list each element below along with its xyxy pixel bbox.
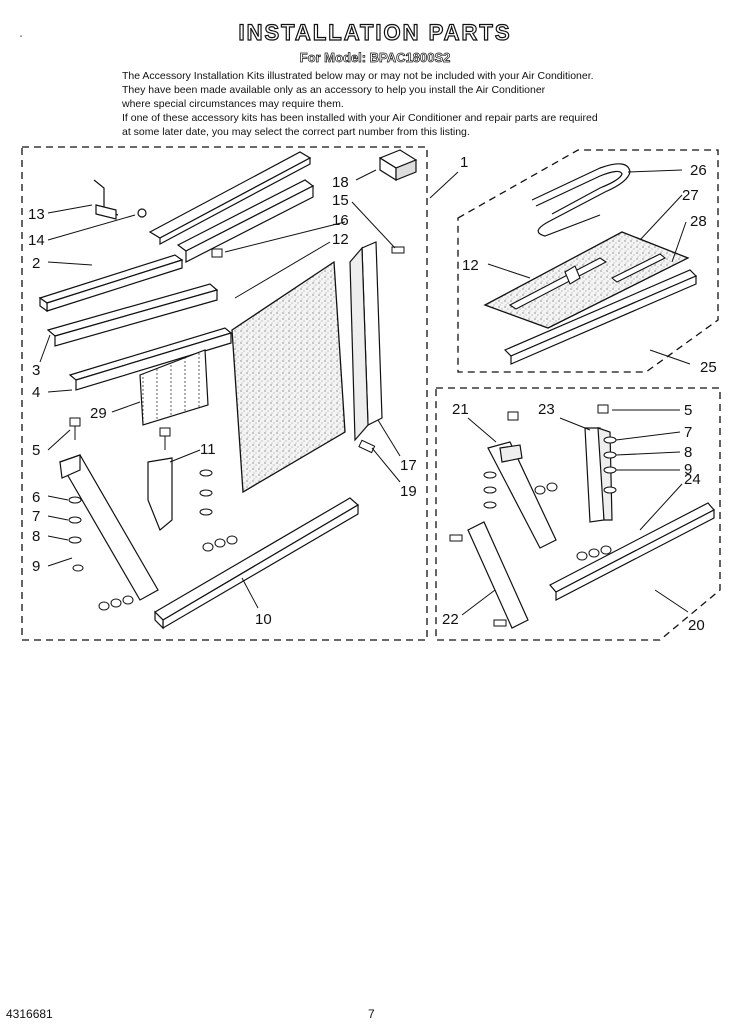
top-rail-parts: [38, 151, 315, 391]
left-callouts: 1 18 15 16 12 13 14 2 3 4 29 5 6 7 8 9 1…: [28, 154, 468, 628]
callout-label: 18: [332, 174, 349, 191]
top-right-callouts: 26 27 28 12 25: [462, 162, 717, 376]
foam-29: [139, 349, 209, 426]
callout-label: 20: [688, 617, 705, 634]
callout-label: 8: [32, 528, 40, 545]
rail-28: [503, 269, 698, 365]
intro-line: The Accessory Installation Kits illustra…: [122, 70, 594, 82]
bottom-right-callouts: 21 23 5 7 8 9 24 22 20: [442, 401, 705, 634]
left-kit-boundary: [21, 146, 428, 641]
page-number: 7: [368, 1007, 375, 1021]
right-hardware: [449, 404, 617, 627]
callout-label: 29: [90, 405, 107, 422]
callout-label: 21: [452, 401, 469, 418]
bottom-right-kit-group: 21 23 5 7 8 9 24 22 20: [435, 387, 721, 641]
callout-label: 13: [28, 206, 45, 223]
gasket-26: [531, 163, 631, 237]
foam-panel-12: [483, 231, 690, 329]
bracket-13: [93, 179, 147, 220]
callout-label: 26: [690, 162, 707, 179]
callout-label: 9: [684, 461, 692, 478]
callout-label: 14: [28, 232, 45, 249]
intro-line: at some later date, you may select the c…: [122, 126, 470, 138]
foam-strips: [508, 253, 667, 310]
callout-label: 23: [538, 401, 555, 418]
callout-label: 2: [32, 255, 40, 272]
callout-label: 4: [32, 384, 40, 401]
block-18: [378, 149, 418, 182]
bottom-right-leader-lines: [461, 409, 689, 616]
callout-label: 7: [684, 424, 692, 441]
top-right-kit-group: 26 27 28 12 25: [457, 149, 719, 376]
callout-label: 5: [32, 442, 40, 459]
panel-12: [231, 260, 346, 494]
callout-label: 1: [460, 154, 468, 171]
page-title: INSTALLATION PARTS: [238, 19, 512, 45]
leg-21: [487, 441, 557, 549]
callout-label: 6: [32, 489, 40, 506]
leg-6: [59, 454, 159, 601]
left-leader-lines: [39, 169, 459, 609]
intro-line: They have been made available only as an…: [122, 84, 546, 96]
left-kit-group: 1 18 15 16 12 13 14 2 3 4 29 5 6 7 8 9 1…: [21, 146, 468, 641]
callout-label: 10: [255, 611, 272, 628]
callout-label: 27: [682, 187, 699, 204]
callout-label: 12: [332, 231, 349, 248]
callout-label: 22: [442, 611, 459, 628]
top-right-kit-boundary: [457, 149, 719, 373]
callout-label: 17: [400, 457, 417, 474]
screw-15: [391, 246, 405, 254]
model-number: For Model: BPAC1800S2: [299, 50, 451, 66]
callout-label: 12: [462, 257, 479, 274]
callout-label: 24: [684, 471, 701, 488]
callout-label: 25: [700, 359, 717, 376]
top-right-leader-lines: [487, 169, 691, 365]
bracket-11: [147, 457, 173, 531]
rail-10: [154, 497, 360, 630]
rail-24: [549, 502, 715, 601]
callout-label: 8: [684, 444, 692, 461]
callout-label: 15: [332, 192, 349, 209]
intro-line: If one of these accessory kits has been …: [122, 112, 598, 124]
scan-mark: ": [20, 36, 23, 42]
callout-label: 11: [200, 441, 216, 458]
callout-label: 28: [690, 213, 707, 230]
callout-label: 16: [332, 212, 349, 229]
callout-label: 7: [32, 508, 40, 525]
channel-17: [349, 241, 383, 442]
screw-19: [358, 439, 376, 454]
callout-label: 5: [684, 402, 692, 419]
intro-text: The Accessory Installation Kits illustra…: [122, 69, 722, 139]
intro-line: where special circumstances may require …: [122, 98, 344, 110]
callout-label: 3: [32, 362, 40, 379]
left-hardware: [68, 248, 238, 611]
callout-label: 9: [32, 558, 40, 575]
callout-label: 19: [400, 483, 417, 500]
bottom-right-kit-boundary: [435, 387, 721, 641]
leg-22: [467, 521, 529, 629]
bracket-23: [584, 427, 613, 523]
doc-number: 4316681: [6, 1007, 53, 1021]
